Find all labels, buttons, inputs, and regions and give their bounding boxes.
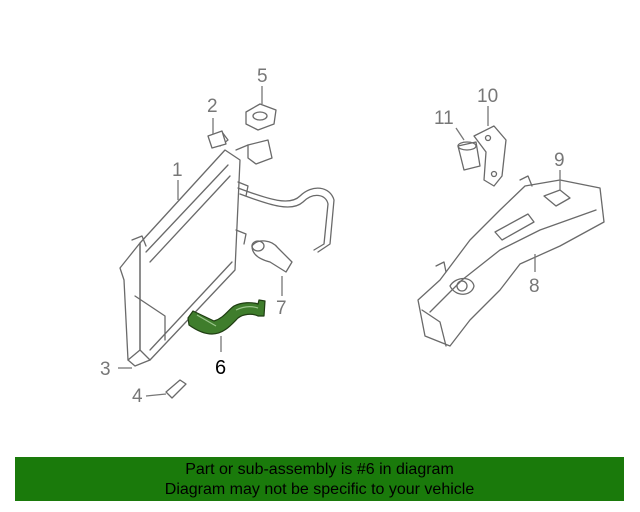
label-2: 2 (207, 96, 218, 117)
clip-part-9[interactable] (543, 189, 571, 207)
bracket-part-10[interactable] (473, 125, 507, 187)
label-1: 1 (172, 160, 183, 181)
banner-line-2: Diagram may not be specific to your vehi… (164, 481, 475, 498)
label-11: 11 (434, 108, 454, 129)
label-4: 4 (132, 386, 143, 407)
label-7: 7 (276, 298, 287, 319)
hose-part-6-highlighted[interactable] (187, 299, 266, 335)
label-9: 9 (554, 150, 565, 171)
leader-4 (145, 393, 167, 397)
fitting-part-7[interactable] (251, 240, 293, 273)
shroud-part-8[interactable] (417, 175, 605, 347)
label-10: 10 (477, 86, 498, 107)
info-banner: Part or sub-assembly is #6 in diagram Di… (15, 457, 624, 501)
parts-diagram: 1 2 5 7 6 3 4 8 9 10 11 (100, 66, 605, 407)
leader-11 (455, 127, 465, 141)
clip-part-2[interactable] (207, 130, 227, 149)
label-5: 5 (257, 66, 268, 87)
banner-line-1: Part or sub-assembly is #6 in diagram (185, 461, 454, 478)
radiator-part[interactable] (119, 131, 335, 367)
label-8: 8 (529, 276, 540, 297)
hose-stub-part-11[interactable] (457, 141, 481, 171)
filler-cap-part-5[interactable] (245, 103, 277, 131)
bracket-part-4[interactable] (165, 379, 187, 399)
label-3: 3 (100, 359, 111, 380)
label-6: 6 (215, 357, 226, 379)
